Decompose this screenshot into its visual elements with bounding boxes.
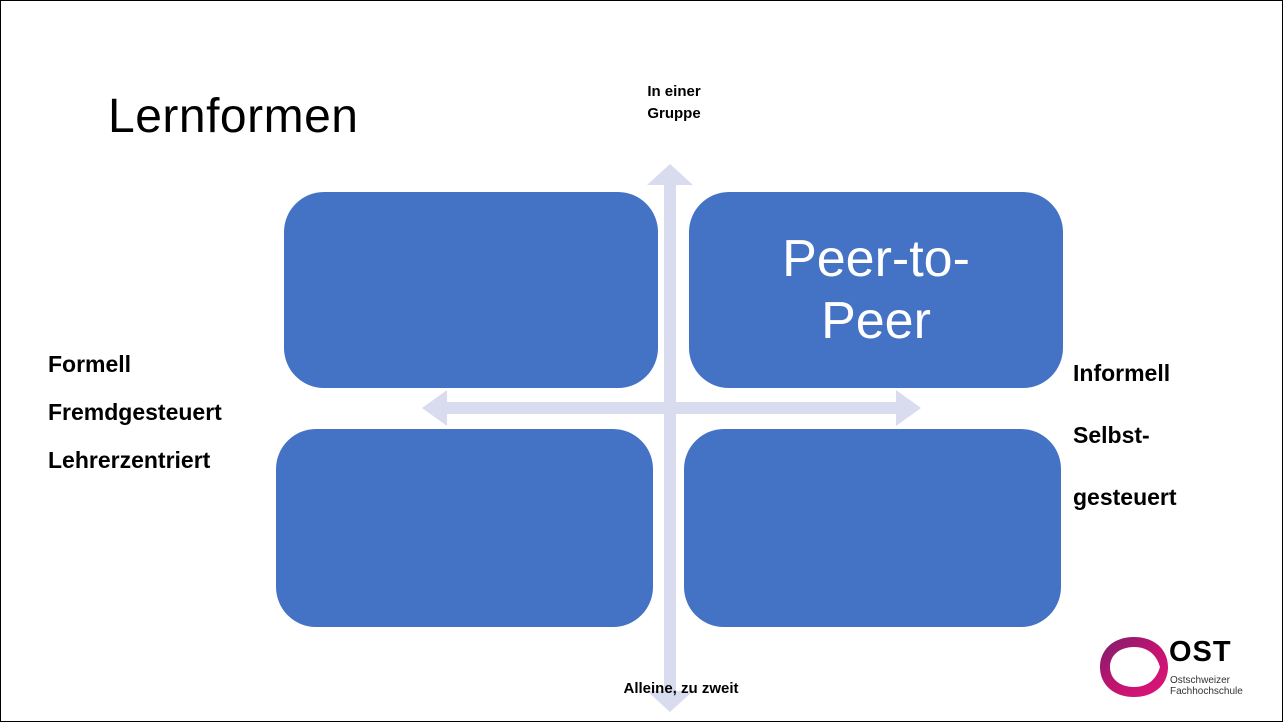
axis-label-top: In einer Gruppe [619, 81, 729, 125]
logo-subtitle-line-1: Ostschweizer [1170, 675, 1231, 686]
axis-label-top-line-2: Gruppe [647, 105, 701, 122]
right-label-line-3: gesteuert [1073, 484, 1177, 510]
logo-name: OST [1169, 636, 1232, 668]
right-label-line-1: Informell [1073, 360, 1171, 386]
ost-logo: OST Ostschweizer Fachhochschule [1098, 631, 1273, 711]
right-label-line-2: Selbst- [1073, 422, 1150, 448]
ost-ring-icon [1100, 637, 1168, 697]
logo-subtitle: Ostschweizer Fachhochschule [1170, 675, 1243, 697]
axis-label-top-line-1: In einer [647, 83, 701, 100]
quadrant-bottom-right [684, 429, 1061, 627]
quadrant-top-left [284, 192, 658, 388]
left-label-line-1: Formell [48, 351, 132, 377]
quadrant-text-line-2: Peer [821, 292, 931, 350]
quadrant-bottom-left [276, 429, 653, 627]
quadrant-top-right: Peer-to- Peer [689, 192, 1063, 388]
left-label-line-2: Fremdgesteuert [48, 399, 222, 425]
quadrant-text-line-1: Peer-to- [782, 230, 970, 288]
quadrant-top-right-text: Peer-to- Peer [689, 228, 1063, 352]
axis-label-right: Informell Selbst- gesteuert [1073, 342, 1177, 528]
slide-title: Lernformen [108, 90, 359, 143]
left-label-line-3: Lehrerzentriert [48, 447, 211, 473]
axis-label-left: Formell Fremdgesteuert Lehrerzentriert [48, 340, 222, 484]
vertical-axis-arrow [647, 164, 693, 712]
logo-subtitle-line-2: Fachhochschule [1170, 686, 1243, 697]
horizontal-axis-arrow [422, 390, 921, 426]
axis-label-bottom: Alleine, zu zweit [623, 680, 739, 697]
